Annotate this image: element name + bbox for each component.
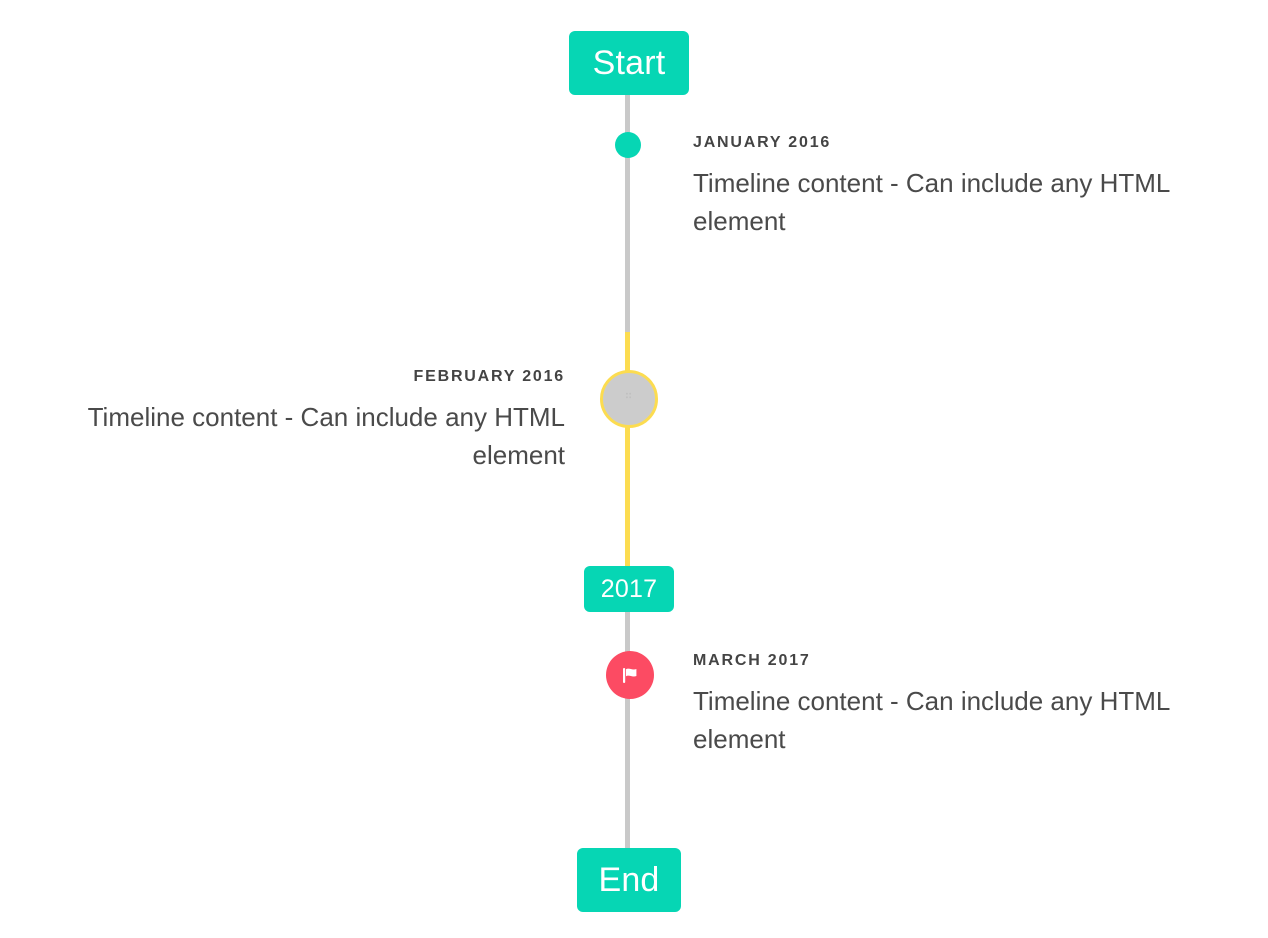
- timeline-entry-date: JANUARY 2016: [693, 134, 832, 151]
- timeline-marker-january-2016[interactable]: [615, 132, 641, 158]
- timeline-end-badge[interactable]: End: [577, 848, 681, 912]
- timeline-entry-march-2017: MARCH 2017 Timeline content - Can includ…: [693, 653, 1233, 758]
- timeline-entry-body: Timeline content - Can include any HTML …: [693, 168, 1170, 236]
- timeline-start-badge[interactable]: Start: [569, 31, 689, 95]
- timeline-rail-segment-bottom: [625, 612, 630, 855]
- timeline-entry-body: Timeline content - Can include any HTML …: [693, 686, 1170, 754]
- timeline-marker-february-2016[interactable]: ∷: [600, 370, 658, 428]
- timeline-entry-january-2016: JANUARY 2016 Timeline content - Can incl…: [693, 135, 1233, 240]
- flag-icon: [623, 668, 637, 683]
- placeholder-glyph-icon: ∷: [625, 389, 633, 402]
- timeline-rail-segment-highlighted: [625, 332, 630, 566]
- timeline-entry-february-2016: FEBRUARY 2016 Timeline content - Can inc…: [20, 369, 565, 474]
- timeline-year-badge-2017[interactable]: 2017: [584, 566, 674, 612]
- timeline-marker-march-2017[interactable]: [606, 651, 654, 699]
- timeline-rail-segment-top: [625, 88, 630, 332]
- timeline-entry-date: MARCH 2017: [693, 652, 811, 669]
- timeline-entry-date: FEBRUARY 2016: [413, 368, 565, 385]
- timeline-entry-body: Timeline content - Can include any HTML …: [87, 402, 565, 470]
